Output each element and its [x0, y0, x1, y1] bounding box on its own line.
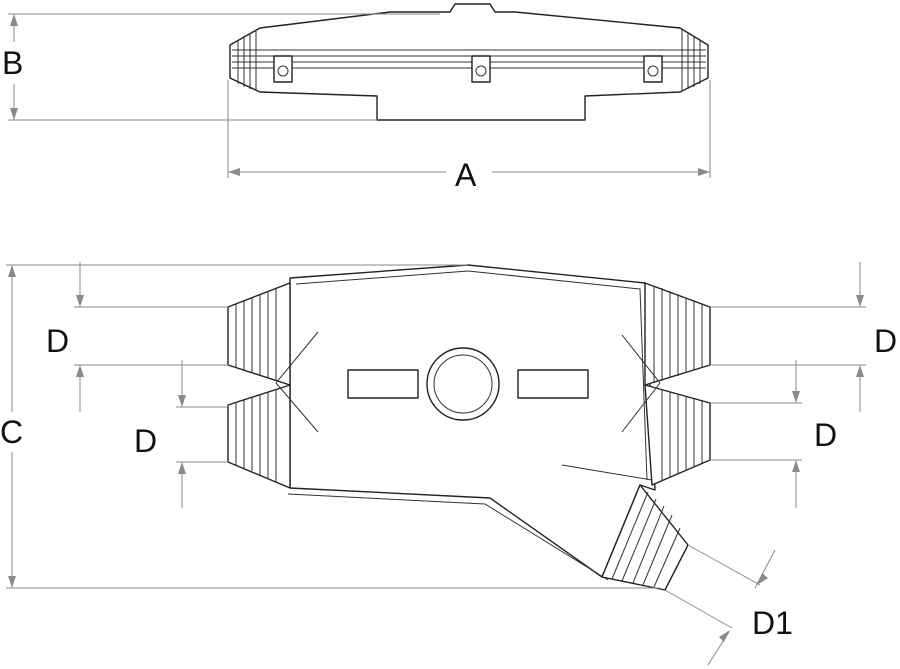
dimension-d-left-upper — [74, 262, 228, 412]
side-view-left-ribs — [237, 30, 257, 91]
left-lower-boot — [227, 384, 291, 489]
slot-right — [517, 369, 589, 399]
side-view-clip-center — [471, 55, 491, 83]
side-view-right-ribs — [681, 30, 701, 91]
right-lower-boot-ribs — [661, 390, 703, 480]
dimension-b — [8, 13, 440, 121]
plan-view-rim — [295, 270, 648, 481]
left-upper-boot — [227, 282, 291, 386]
dimension-d-right-lower-label: D — [814, 417, 837, 453]
branch-split-line — [561, 464, 653, 481]
dimension-b-label: B — [2, 45, 23, 81]
side-view-clip-left — [273, 55, 293, 83]
diagonal-boot-ribs — [611, 491, 681, 588]
dimension-d-right-upper — [710, 262, 866, 412]
dimension-d1 — [664, 544, 776, 666]
dimension-d1-label: D1 — [752, 605, 793, 641]
dimension-d-left-lower — [176, 360, 228, 508]
right-split-lines — [621, 334, 661, 433]
left-upper-boot-ribs — [235, 288, 277, 381]
dimension-d-left-upper-label: D — [46, 323, 69, 359]
side-view — [229, 3, 709, 121]
dimension-d-right-lower — [710, 360, 802, 508]
right-upper-boot-ribs — [653, 286, 703, 383]
left-split-lines — [275, 331, 319, 433]
dimension-a-label: A — [455, 157, 477, 193]
plan-view-body — [289, 264, 656, 578]
dimension-c-label: C — [0, 414, 23, 450]
dimension-c — [6, 264, 660, 589]
plan-view-lower-rim — [287, 493, 609, 581]
dimension-d-right-upper-label: D — [874, 323, 897, 359]
slot-left — [347, 369, 419, 399]
port-inner-ring — [433, 354, 493, 414]
left-lower-boot-ribs — [235, 389, 277, 482]
port-outer-ring — [426, 347, 500, 421]
dimension-a — [227, 80, 711, 178]
dimension-d-left-lower-label: D — [134, 423, 157, 459]
side-view-clip-right — [643, 55, 663, 83]
plan-view — [227, 264, 711, 591]
